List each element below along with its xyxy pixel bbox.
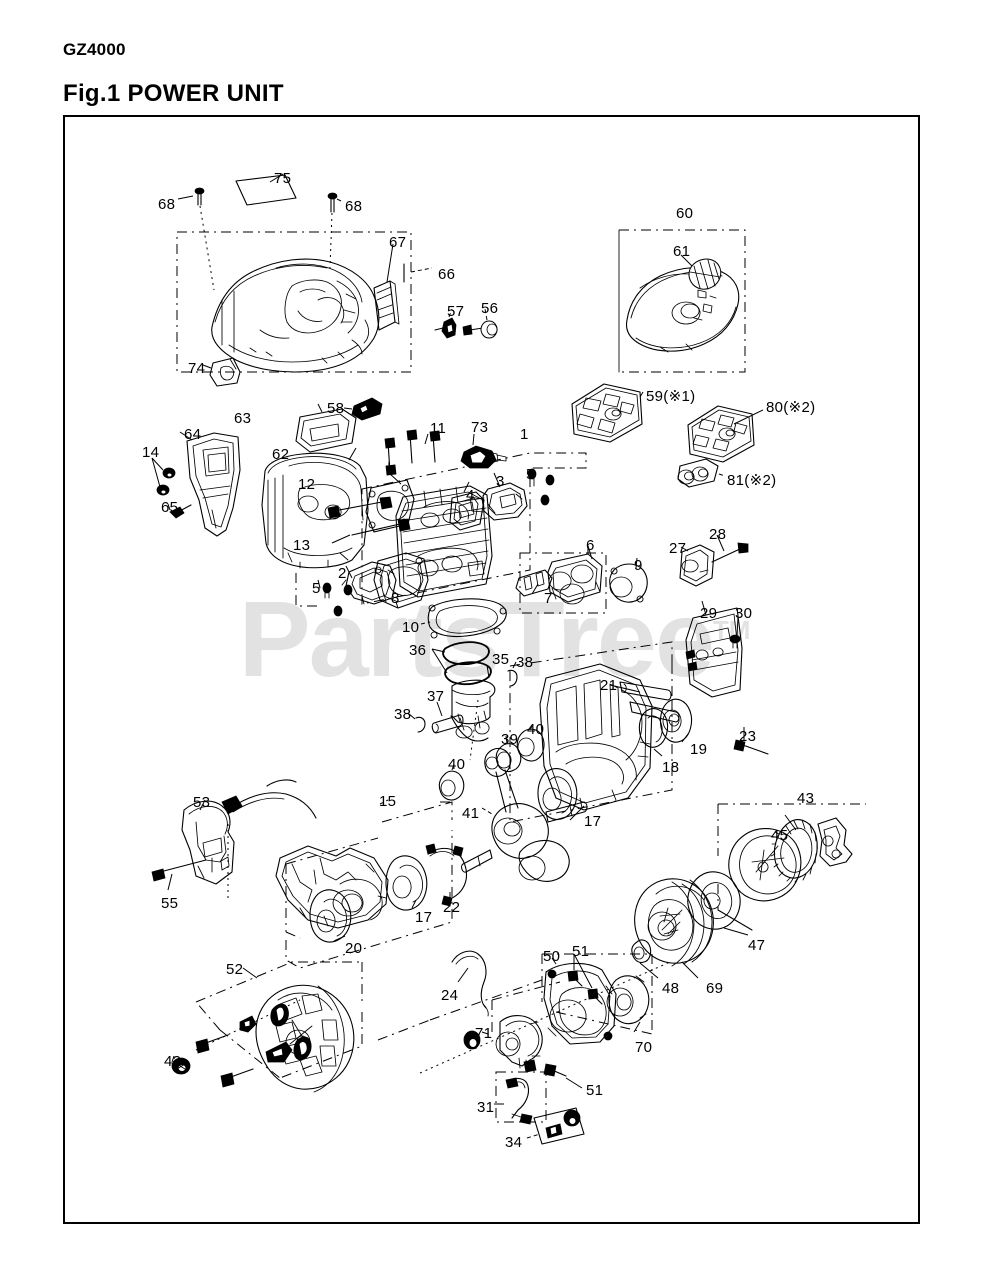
part-callout-64: 64 [184, 426, 202, 443]
part-callout-65: 65 [161, 499, 179, 516]
part-callout-7: 7 [544, 590, 553, 607]
part-callout-24: 24 [441, 987, 459, 1004]
part-callout-19: 19 [690, 741, 708, 758]
part-callout-50: 50 [543, 948, 561, 965]
part-callout-27: 27 [669, 540, 687, 557]
part-callout-70: 70 [635, 1039, 653, 1056]
part-callout-4: 4 [466, 487, 475, 504]
part-callout-38: 38 [394, 706, 412, 723]
part-callout-23: 23 [739, 728, 757, 745]
part-callout-57: 57 [447, 303, 465, 320]
part-callout-13: 13 [293, 537, 311, 554]
part-callout-63: 63 [234, 410, 252, 427]
part-callout-38: 38 [516, 654, 534, 671]
part-callout-58: 58 [327, 400, 345, 417]
part-callout-30: 30 [735, 605, 753, 622]
part-callout-1: 1 [520, 426, 529, 443]
part-callout-74: 74 [188, 360, 206, 377]
part-callout-73: 73 [471, 419, 489, 436]
page-title: Fig.1 POWER UNIT [63, 80, 284, 107]
part-callout-48: 48 [662, 980, 680, 997]
part-callout-68: 68 [345, 198, 363, 215]
part-callout-60: 60 [676, 205, 694, 222]
part-callout-9: 9 [634, 557, 643, 574]
part-callout-56: 56 [481, 300, 499, 317]
part-callout-67: 67 [389, 234, 407, 251]
part-callout-11: 11 [430, 420, 447, 437]
part-callout-18: 18 [662, 759, 680, 776]
part-callout-17: 17 [584, 813, 602, 830]
part-callout-802: 80(※2) [766, 399, 816, 416]
part-callout-5: 5 [526, 466, 535, 483]
part-callout-812: 81(※2) [727, 472, 777, 489]
part-callout-22: 22 [443, 899, 461, 916]
part-callout-21: 21 [600, 677, 618, 694]
part-callout-40: 40 [527, 721, 545, 738]
part-callout-71: 71 [475, 1025, 493, 1042]
part-callout-35: 35 [492, 651, 510, 668]
part-callout-51: 51 [586, 1082, 604, 1099]
part-callout-39: 39 [501, 731, 519, 748]
part-callout-8: 8 [391, 590, 400, 607]
part-callout-36: 36 [409, 642, 427, 659]
part-callout-53: 53 [193, 794, 211, 811]
part-callout-40: 40 [448, 756, 466, 773]
part-callout-41: 41 [462, 805, 480, 822]
part-callout-6: 6 [586, 537, 595, 554]
part-callout-69: 69 [706, 980, 724, 997]
part-callout-31: 31 [477, 1099, 495, 1116]
model-code: GZ4000 [63, 40, 126, 59]
part-callout-20: 20 [345, 940, 363, 957]
part-callout-47: 47 [748, 937, 766, 954]
part-callout-61: 61 [673, 243, 691, 260]
part-callout-12: 12 [298, 476, 316, 493]
part-callout-5: 5 [312, 580, 321, 597]
part-callout-28: 28 [709, 526, 727, 543]
part-callout-34: 34 [505, 1134, 523, 1151]
part-callout-37: 37 [427, 688, 445, 705]
part-callout-68: 68 [158, 196, 176, 213]
part-callout-62: 62 [272, 446, 290, 463]
part-callout-51: 51 [572, 943, 590, 960]
part-callout-42: 42 [164, 1053, 182, 1070]
diagram-frame [63, 115, 920, 1224]
part-callout-75: 75 [274, 170, 292, 187]
part-callout-591: 59(※1) [646, 388, 696, 405]
part-callout-15: 15 [379, 793, 397, 810]
part-callout-14: 14 [142, 444, 160, 461]
part-callout-17: 17 [415, 909, 433, 926]
part-callout-45: 45 [771, 827, 789, 844]
part-callout-43: 43 [797, 790, 815, 807]
part-callout-3: 3 [496, 473, 505, 490]
part-callout-52: 52 [226, 961, 244, 978]
part-callout-66: 66 [438, 266, 456, 283]
part-callout-29: 29 [700, 605, 718, 622]
part-callout-10: 10 [402, 619, 420, 636]
part-callout-2: 2 [338, 565, 347, 582]
part-callout-55: 55 [161, 895, 179, 912]
